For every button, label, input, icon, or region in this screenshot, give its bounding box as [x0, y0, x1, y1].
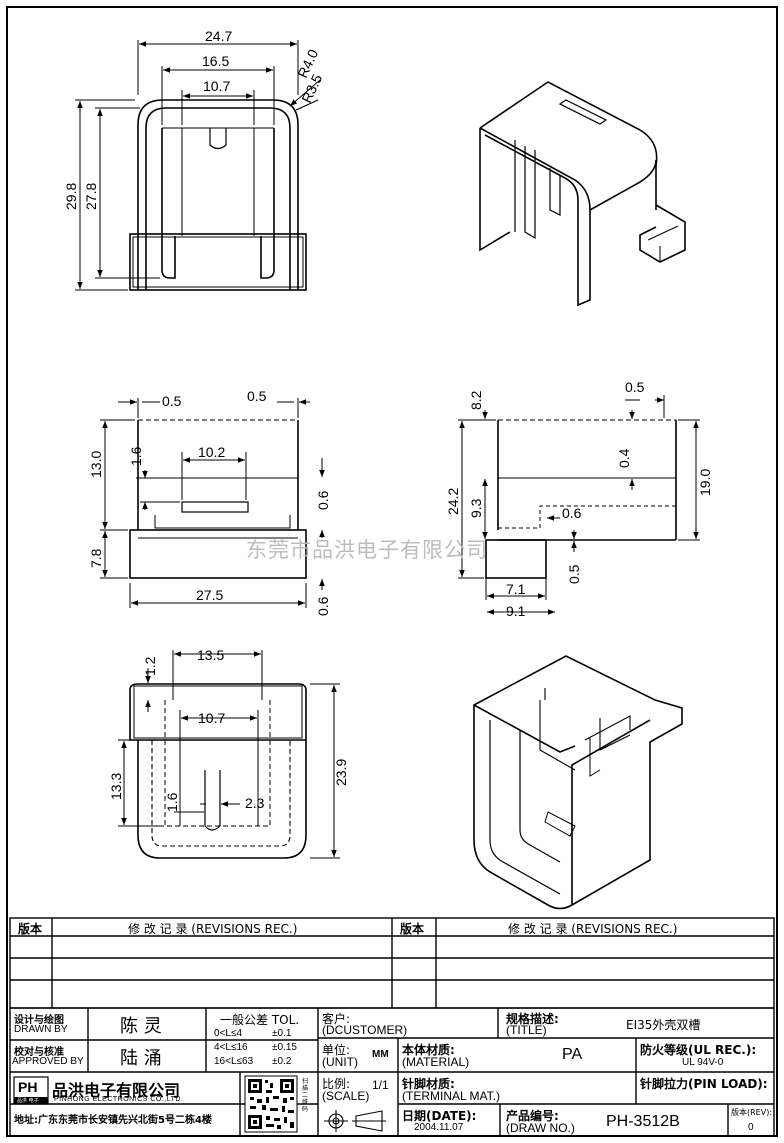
approved-label-en: APPROVED BY	[12, 1056, 84, 1067]
tol-value-1: ±0.1	[272, 1028, 292, 1039]
spec-label-en: (TITLE)	[506, 1023, 547, 1037]
dim-label: 27.5	[196, 587, 223, 603]
rev-label: 版本(REV):	[731, 1108, 773, 1117]
dim-label: 0.5	[566, 564, 582, 584]
scale-label-cn: 比例:	[322, 1077, 351, 1091]
iso-view-bottom	[473, 655, 683, 910]
tol-value-3: ±0.2	[272, 1056, 292, 1067]
dim-label: 24.2	[445, 488, 461, 515]
part-number: PH-3512B	[606, 1113, 680, 1130]
watermark: 东莞市品洪电子有限公司	[246, 538, 488, 562]
dim-label: 1.2	[142, 656, 158, 676]
dim-label: 0.5	[162, 393, 182, 409]
dim-label: 10.7	[198, 710, 225, 726]
dim-label: 0.6	[315, 596, 331, 616]
approved-label-cn: 校对与核准	[14, 1047, 64, 1058]
dim-label: 13.0	[88, 451, 104, 478]
dim-label: 9.1	[506, 603, 526, 619]
rev-col-version-2: 版本	[400, 922, 425, 936]
dim-label: 24.7	[205, 28, 232, 44]
bottom-view	[118, 650, 340, 859]
rev-col-record-2: 修 改 记 录 (REVISIONS REC.)	[508, 922, 678, 936]
qr-side-text: 扫描二维码	[302, 1078, 309, 1113]
dim-label: 29.8	[63, 183, 79, 210]
tolerance-title: 一般公差 TOL.	[220, 1013, 300, 1027]
side-view-right	[458, 395, 700, 615]
dim-label: 23.9	[333, 759, 349, 786]
material-value: PA	[562, 1046, 583, 1063]
company-name-en: PINHONG ELECTRONICS CO.,LTD.	[54, 1096, 184, 1103]
dim-label: 27.8	[83, 183, 99, 210]
tol-value-2: ±0.15	[272, 1042, 297, 1053]
material-label-cn: 本体材质:	[402, 1043, 455, 1057]
dim-label: 0.6	[562, 505, 582, 521]
pin-material-label-en: (TERMINAL MAT.)	[402, 1089, 500, 1103]
tol-range-1: 0<L≤4	[214, 1028, 243, 1039]
rev-value: 0	[748, 1122, 754, 1133]
dim-label: 16.5	[202, 53, 229, 69]
company-logo	[13, 1076, 49, 1105]
date-label: 日期(DATE):	[402, 1109, 477, 1123]
dim-label: 13.5	[197, 647, 224, 663]
projection-symbol-icon	[324, 1110, 386, 1132]
tol-range-3: 16<L≤63	[214, 1056, 254, 1067]
fire-label: 防火等级(UL REC.):	[640, 1043, 757, 1057]
unit-value: MM	[372, 1049, 389, 1060]
unit-label-cn: 单位:	[322, 1043, 351, 1057]
approver-name: 陆 涌	[120, 1048, 162, 1069]
side-view-left	[100, 398, 325, 608]
part-label-en: (DRAW NO.)	[506, 1121, 575, 1135]
customer-label-en: (DCUSTOMER)	[322, 1023, 408, 1037]
rev-col-record: 修 改 记 录 (REVISIONS REC.)	[128, 922, 298, 936]
dim-label: 9.3	[468, 498, 484, 518]
designed-label-cn: 设计与绘图	[14, 1015, 64, 1026]
qr-code	[244, 1075, 298, 1133]
spec-label-cn: 规格描述:	[506, 1012, 559, 1026]
tol-range-2: 4<L≤16	[214, 1042, 248, 1053]
company-address: 地址:广东东莞市长安镇先兴北街5号二栋4楼	[14, 1115, 212, 1126]
dim-label: 1.6	[164, 792, 180, 812]
unit-label-en: (UNIT)	[322, 1055, 358, 1069]
front-view	[75, 40, 321, 291]
dim-label: 19.0	[697, 469, 713, 496]
dim-label: 2.3	[245, 795, 265, 811]
customer-label-cn: 客户:	[322, 1012, 351, 1026]
logo-text: PH	[18, 1079, 38, 1095]
dim-label: 0.4	[616, 448, 632, 468]
designer-name: 陈 灵	[120, 1016, 162, 1037]
spec-value: EI35外壳双槽	[626, 1018, 701, 1032]
logo-subtext: 品洪 电子	[17, 1098, 39, 1104]
dim-label: 13.3	[108, 773, 124, 800]
dim-label: 7.8	[88, 548, 104, 568]
iso-view-top	[479, 81, 686, 307]
dim-label: 0.6	[315, 490, 331, 510]
pin-material-label-cn: 针脚材质:	[402, 1077, 455, 1091]
dimension-labels: 24.7 16.5 10.7 R4.0 R3.5 29.8 27.8 0.5 0…	[63, 28, 713, 812]
pin-load-label: 针脚拉力(PIN LOAD):	[640, 1077, 768, 1091]
dim-label: 10.2	[198, 444, 225, 460]
fire-value: UL 94V-0	[682, 1057, 724, 1068]
dim-label: 1.6	[128, 446, 144, 466]
dim-label: 7.1	[506, 581, 526, 597]
dim-label: 0.5	[247, 388, 267, 404]
dim-label: 10.7	[203, 78, 230, 94]
material-label-en: (MATERIAL)	[402, 1055, 470, 1069]
title-block-grid	[9, 1007, 775, 1137]
date-value: 2004.11.07	[414, 1122, 464, 1133]
scale-label-en: (SCALE)	[322, 1089, 370, 1103]
company-name-cn: 品洪电子有限公司	[52, 1081, 181, 1100]
designed-label-en: DRAWN BY	[14, 1024, 68, 1035]
scale-value: 1/1	[372, 1078, 389, 1092]
dim-label: 8.2	[468, 390, 484, 410]
rev-col-version: 版本	[18, 922, 43, 936]
part-label-cn: 产品编号:	[506, 1109, 559, 1123]
dim-label: 0.5	[625, 379, 645, 395]
